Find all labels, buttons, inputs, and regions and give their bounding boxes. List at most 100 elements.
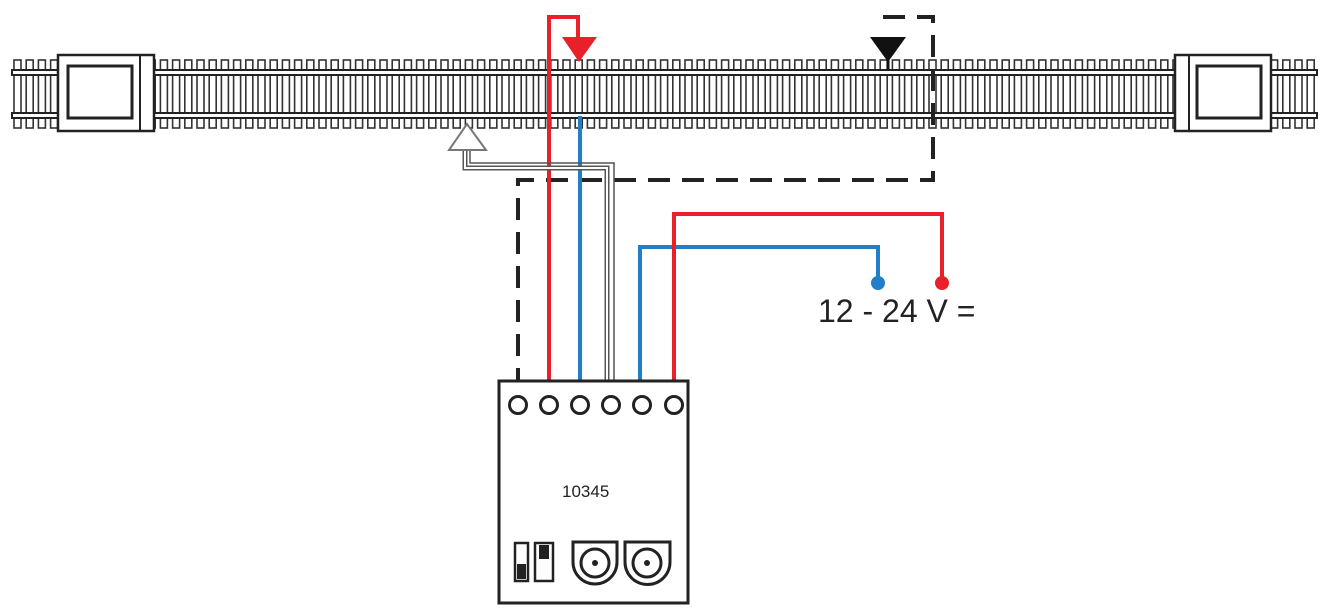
- track-sleeper: [293, 59, 303, 129]
- track-sleeper: [257, 59, 266, 129]
- track-sleeper: [1306, 59, 1315, 129]
- track-sleeper: [220, 59, 230, 129]
- red-power-wire: [672, 212, 944, 396]
- track-sleeper: [647, 59, 657, 129]
- track-sleeper: [488, 59, 498, 129]
- terminal-4: [601, 395, 621, 415]
- rail-top: [11, 69, 1318, 76]
- terminal-1: [508, 395, 528, 415]
- track-sleeper: [915, 59, 925, 129]
- track-sleeper: [1123, 59, 1132, 129]
- track-sleeper: [708, 59, 718, 129]
- track-sleeper: [159, 59, 169, 129]
- track-sleeper: [806, 59, 815, 129]
- terminal-5: [632, 395, 652, 415]
- track-sleeper: [318, 59, 327, 129]
- left-track-joiner: [56, 53, 156, 133]
- track-sleeper: [354, 59, 364, 129]
- track-sleeper: [1038, 59, 1047, 129]
- track-sleeper: [891, 59, 901, 129]
- voltage-label: 12 - 24 V =: [818, 293, 975, 329]
- track-sleeper: [342, 59, 352, 129]
- track-sleeper: [13, 59, 22, 129]
- track-sleeper: [366, 59, 376, 129]
- track-sleeper: [769, 59, 779, 129]
- track-sleeper: [403, 59, 413, 129]
- track-sleeper: [1062, 59, 1071, 129]
- track-sleeper: [537, 59, 547, 129]
- white-feedback-wire-inner: [464, 150, 608, 396]
- track-sleeper: [952, 59, 962, 129]
- terminal-3: [570, 395, 590, 415]
- potentiometer-2-icon: [623, 540, 672, 586]
- track-sleeper: [525, 59, 535, 129]
- track-sleeper: [452, 59, 462, 129]
- track-sleeper: [586, 59, 596, 129]
- track-sleeper: [732, 59, 742, 129]
- track-sleeper: [232, 59, 242, 129]
- track-sleeper: [757, 59, 767, 129]
- track-sleeper: [269, 59, 279, 129]
- down-arrow-red-icon: [562, 37, 597, 62]
- track-sleeper: [37, 59, 47, 129]
- track-sleeper: [513, 59, 523, 129]
- track-sleeper: [684, 59, 693, 129]
- track-sleeper: [305, 59, 315, 129]
- track-sleeper: [1086, 59, 1096, 129]
- track-sleeper: [1001, 59, 1011, 129]
- track-sleeper: [696, 59, 706, 129]
- track-sleeper: [562, 59, 571, 129]
- track-sleeper: [1074, 59, 1084, 129]
- module-10345: 10345: [497, 379, 690, 605]
- terminal-6: [664, 395, 684, 415]
- track-sleeper: [245, 59, 254, 129]
- track-sleeper: [1099, 59, 1108, 129]
- track-sleeper: [720, 59, 730, 129]
- white-feedback-wire-outer: [462, 150, 610, 396]
- track-sleeper: [476, 59, 486, 129]
- track-sleeper: [440, 59, 449, 129]
- blue-power-wire: [638, 245, 880, 396]
- track-sleeper: [1135, 59, 1145, 129]
- terminal-2: [539, 395, 559, 415]
- track-sleeper: [171, 59, 181, 129]
- track-sleeper: [793, 59, 803, 129]
- up-arrow-white-icon: [447, 122, 488, 151]
- track-sleeper: [842, 59, 852, 129]
- track-sleeper: [903, 59, 913, 129]
- track-sleeper: [976, 59, 986, 129]
- track-sleeper: [1294, 59, 1303, 129]
- track-sleeper: [745, 59, 754, 129]
- track-sleeper: [867, 59, 876, 129]
- potentiometer-1-icon: [571, 540, 619, 586]
- track-sleeper: [330, 59, 340, 129]
- track-sleeper: [1050, 59, 1059, 129]
- track-sleeper: [1282, 59, 1291, 129]
- track-sleeper: [184, 59, 193, 129]
- track-sleeper: [415, 59, 425, 129]
- blue-power-terminal-dot: [871, 276, 885, 290]
- track-sleeper: [391, 59, 401, 129]
- track-sleeper: [964, 59, 974, 129]
- track-sleeper: [379, 59, 388, 129]
- red-power-terminal-dot: [935, 276, 949, 290]
- track-sleeper: [989, 59, 998, 129]
- module-label: 10345: [562, 482, 609, 501]
- track-sleeper: [854, 59, 864, 129]
- red-track-feed-wire: [547, 15, 580, 396]
- track-sleepers: [13, 59, 1315, 129]
- track-sleeper: [1147, 59, 1157, 129]
- track-sleeper: [1160, 59, 1169, 129]
- white-feedback-wire-outer-2: [469, 150, 615, 396]
- track-sleeper: [879, 59, 889, 129]
- track: [11, 53, 1318, 133]
- down-arrow-black-icon: [870, 37, 906, 62]
- track-sleeper: [928, 59, 937, 129]
- track-sleeper: [940, 59, 950, 129]
- track-sleeper: [501, 59, 510, 129]
- track-sleeper: [781, 59, 791, 129]
- track-sleeper: [610, 59, 620, 129]
- track-sleeper: [196, 59, 205, 129]
- track-sleeper: [818, 59, 828, 129]
